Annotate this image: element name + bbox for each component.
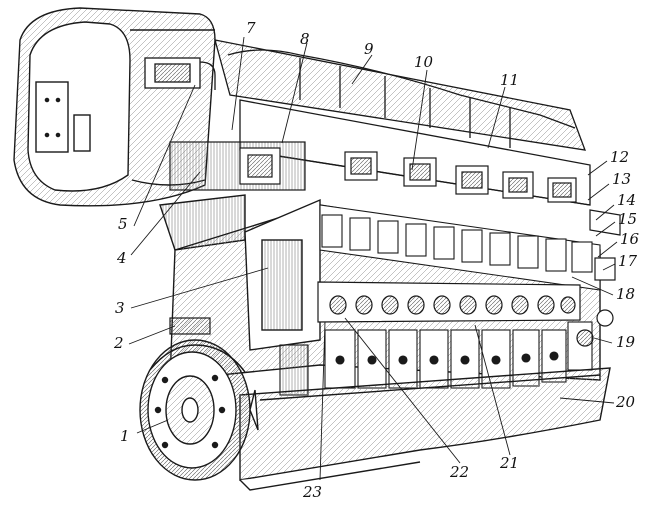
- side-fittings: [169, 209, 621, 347]
- callout-22: 22: [450, 463, 470, 481]
- callout-5: 5: [118, 215, 128, 233]
- callout-8: 8: [300, 30, 310, 48]
- fuel-pump-row: [319, 204, 601, 291]
- callout-17: 17: [618, 252, 638, 270]
- callout-10: 10: [414, 53, 434, 71]
- callout-23: 23: [303, 483, 323, 501]
- oil-sump: [239, 367, 611, 491]
- callout-18: 18: [616, 285, 636, 303]
- air-pipe: [144, 57, 216, 90]
- callout-1: 1: [120, 427, 130, 445]
- manifold-windows: [169, 141, 577, 203]
- port-rail: [317, 281, 581, 323]
- callout-21: 21: [500, 454, 520, 472]
- callout-14: 14: [617, 191, 637, 209]
- callout-2: 2: [114, 334, 124, 352]
- flywheel: [139, 339, 259, 481]
- callout-16: 16: [620, 230, 640, 248]
- callout-11: 11: [500, 71, 520, 89]
- callout-7: 7: [246, 19, 256, 37]
- callout-4: 4: [117, 249, 127, 267]
- callout-13: 13: [612, 170, 632, 188]
- callout-3: 3: [115, 299, 125, 317]
- callout-20: 20: [616, 393, 636, 411]
- callout-9: 9: [364, 40, 374, 58]
- callout-19: 19: [616, 333, 636, 351]
- callout-12: 12: [610, 148, 630, 166]
- leader-lines: [128, 36, 618, 481]
- callout-15: 15: [618, 210, 638, 228]
